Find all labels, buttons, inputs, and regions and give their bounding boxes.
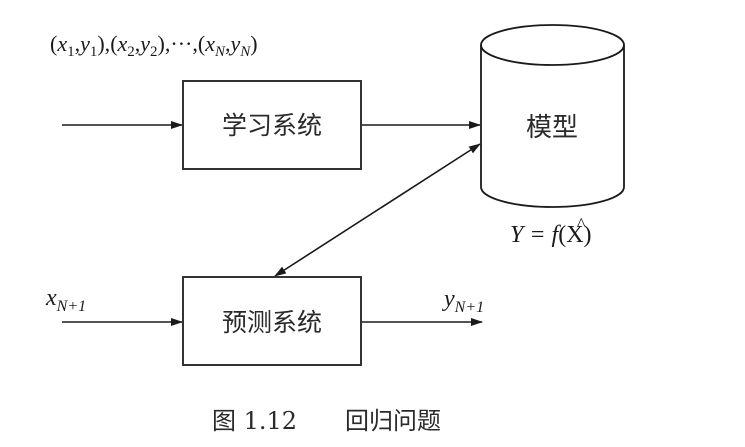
model-prediction-link-arrow (274, 143, 481, 277)
hat-accent: ^ (577, 214, 586, 234)
figure-caption: 图 1.12 回归问题 (212, 407, 441, 435)
svg-text:Y = f(X): Y = f(X) (510, 222, 592, 248)
prediction-system-box: 预测系统 (182, 276, 362, 366)
model-label: 模型 (526, 113, 578, 143)
prediction-system-label: 预测系统 (222, 308, 322, 337)
figure-number: 图 1.12 (212, 407, 297, 435)
model-cylinder: 模型 (480, 24, 625, 208)
model-formula: Y = f(X) ^ (510, 214, 592, 248)
cylinder-top (480, 24, 625, 66)
learning-system-label: 学习系统 (222, 111, 322, 140)
cylinder-body (480, 45, 625, 208)
prediction-input-label: xN+1 (45, 285, 86, 315)
learning-system-box: 学习系统 (182, 80, 362, 170)
training-data-label: (x1,y1),(x2,y2),···,(xN,yN) (50, 31, 258, 60)
figure-title: 回归问题 (345, 407, 441, 435)
prediction-output-label: yN+1 (442, 286, 484, 316)
